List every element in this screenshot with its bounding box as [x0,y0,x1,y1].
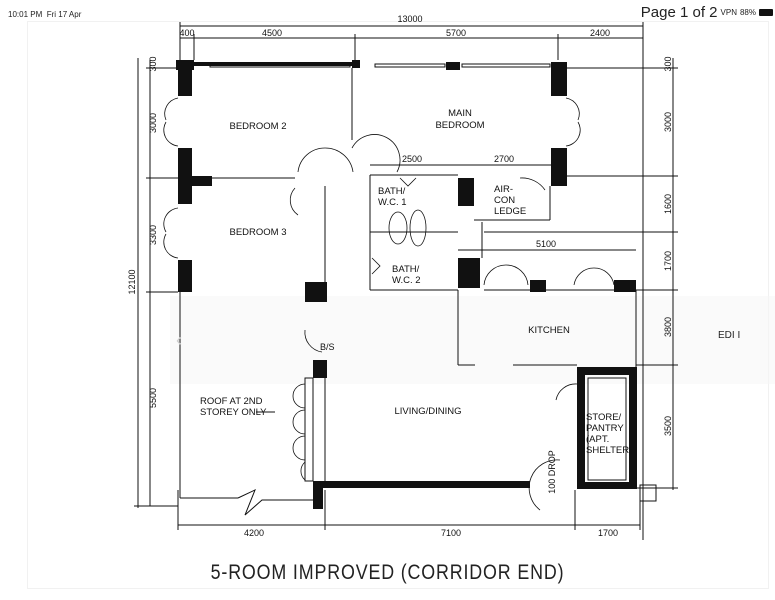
chevron-left-icon[interactable]: ‹ [176,330,182,350]
drop-label: 100 DROP [547,450,557,494]
dim-right: 3000 [663,112,673,132]
dim-right: 300 [663,56,673,71]
dimension-labels: 13000 400 4500 5700 2400 12100 300 3000 … [127,14,673,538]
room-main-bedroom: BEDROOM [435,120,484,131]
dim-right: 3500 [663,416,673,436]
dim-left: 3300 [148,225,158,245]
battery-icon [759,9,773,16]
walls [176,60,637,509]
time: 10:01 PM [8,10,43,19]
plan-title: 5-ROOM IMPROVED (CORRIDOR END) [210,561,565,584]
dim-right: 3800 [663,317,673,337]
dim-right: 1700 [663,251,673,271]
room-store: SHELTER) [586,445,632,456]
page-indicator: Page 1 of 2 [640,4,718,21]
room-bedroom-2: BEDROOM 2 [229,121,286,132]
dim-top: 5700 [446,28,466,38]
room-bath-2: W.C. 2 [392,275,421,286]
roof-note: STOREY ONLY [200,407,267,418]
viewer-toolbar-overlay [170,296,775,384]
dimension-lines [134,22,678,540]
edit-button[interactable]: EDI I [718,330,741,341]
roof-note: ROOF AT 2ND [200,396,263,407]
room-main-bedroom: MAIN [448,108,472,119]
partitions [179,63,657,516]
dim-left: 300 [148,56,158,71]
status-time: 10:01 PM Fri 17 Apr [8,10,81,19]
dim-bottom: 1700 [598,528,618,538]
dim-top: 2400 [590,28,610,38]
dim-left-total: 12100 [127,269,137,294]
dim-inner: 2700 [494,154,514,164]
room-living-dining: LIVING/DINING [394,406,461,417]
room-kitchen: KITCHEN [528,325,570,336]
dim-bottom: 7100 [441,528,461,538]
doors [163,97,615,511]
room-bath-2: BATH/ [392,264,420,275]
dim-top: 400 [179,28,194,38]
bomb-shelter-label: B/S [320,342,335,352]
room-labels: BEDROOM 2 MAIN BEDROOM BEDROOM 3 BATH/ W… [200,108,632,494]
room-store: PANTRY [586,423,624,434]
dim-top: 4500 [262,28,282,38]
battery-percent: 88% [739,8,756,17]
room-store: STORE/ [586,412,622,423]
room-bedroom-3: BEDROOM 3 [229,227,286,238]
dim-left: 5500 [148,388,158,408]
dim-right: 1600 [663,194,673,214]
vpn-badge: VPN [720,8,737,17]
dim-inner: 2500 [402,154,422,164]
room-bath-1: W.C. 1 [378,197,407,208]
room-store: (APT. [586,434,609,445]
dim-bottom: 4200 [244,528,264,538]
dim-top-total: 13000 [397,14,422,24]
dim-inner: 5100 [536,239,556,249]
room-aircon-ledge: AIR- [494,184,513,195]
room-bath-1: BATH/ [378,186,406,197]
date: Fri 17 Apr [46,10,82,19]
room-aircon-ledge: CON [494,195,515,206]
status-right: Page 1 of 2 VPN 88% [641,4,773,21]
room-aircon-ledge: LEDGE [494,206,526,217]
dim-left: 3000 [148,113,158,133]
